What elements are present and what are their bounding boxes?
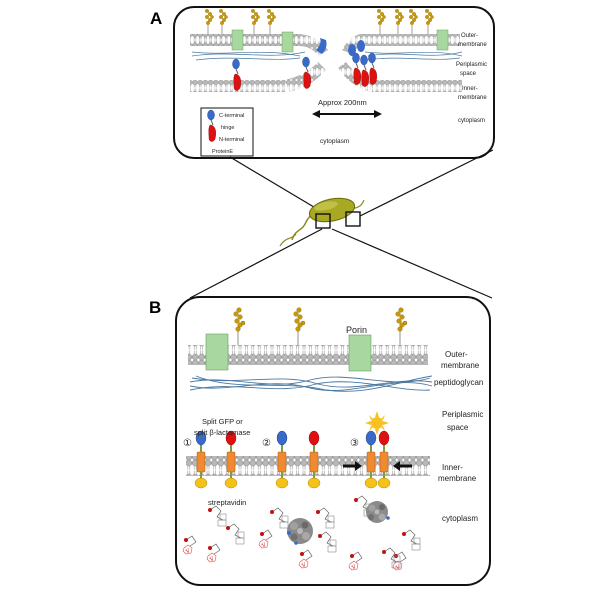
a-inner-label-2: membrane: [458, 95, 487, 101]
b-inner-label-2: membrane: [438, 474, 477, 483]
b-outer-label-1: Outer-: [445, 350, 468, 359]
protein-e-legend: C-terminal hinge N-terminal ProteinE: [200, 107, 254, 157]
distance-label: Approx 200nm: [318, 98, 367, 107]
legend-hinge: hinge: [221, 125, 234, 131]
porin-a-2: [281, 31, 294, 53]
a-outer-label-2: membrane: [458, 42, 487, 48]
a-cytoplasm-right: cytoplasm: [458, 118, 485, 124]
zoom-lines: [189, 149, 494, 299]
porin-a-1: [231, 29, 244, 51]
step-3-label: ③: [350, 438, 359, 449]
b-peptidoglycan: [189, 375, 433, 392]
porin-b-2: [348, 334, 372, 372]
porin-label: Porin: [346, 325, 367, 335]
a-periplasmic-label-1: Periplasmic: [456, 62, 487, 68]
zoom-box-b: [315, 213, 331, 229]
b-periplasmic-label-2: space: [447, 423, 469, 432]
panel-b-letter: B: [149, 298, 161, 317]
panel-a-peptidoglycan: [191, 51, 463, 61]
porin-a-3: [436, 29, 449, 51]
protein-e-a: [232, 38, 378, 92]
b-split-fragments: [195, 430, 390, 452]
a-cytoplasm-center: cytoplasm: [320, 138, 349, 145]
a-outer-label-1: Outer-: [461, 33, 478, 39]
a-inner-label-1: Inner-: [462, 86, 478, 92]
panel-a-outer-membrane: [190, 34, 460, 56]
a-periplasmic-label-2: space: [460, 71, 477, 77]
panel-a-letter: A: [150, 9, 162, 28]
zoom-box-a: [345, 211, 361, 227]
legend-title: ProteinE: [212, 149, 233, 155]
b-outer-label-2: membrane: [441, 361, 480, 370]
distance-arrow: [312, 110, 382, 118]
b-periplasmic-label-1: Periplasmic: [442, 410, 483, 419]
b-protein-cluster-2: [366, 501, 390, 523]
bacterium: [279, 197, 365, 247]
dimerization-arrows: [343, 461, 412, 471]
step-2-label: ②: [262, 438, 271, 449]
split-label-2: split β-lactamase: [194, 428, 250, 437]
panel-b-frame: [175, 296, 491, 586]
b-protein-cluster-1: [287, 518, 313, 545]
b-cytoplasm-label: cytoplasm: [442, 514, 478, 523]
porin-b-1: [205, 333, 229, 371]
streptavidin-label: streptavidin: [208, 498, 246, 507]
b-peptidoglycan-label: peptidoglycan: [434, 378, 483, 387]
signal-sun-icon: [365, 411, 389, 435]
split-label-1: Split GFP or: [202, 417, 243, 426]
legend-c-terminal: C-terminal: [219, 113, 244, 119]
b-inner-label-1: Inner-: [442, 463, 463, 472]
step-1-label: ①: [183, 438, 192, 449]
legend-n-terminal: N-terminal: [219, 137, 244, 143]
